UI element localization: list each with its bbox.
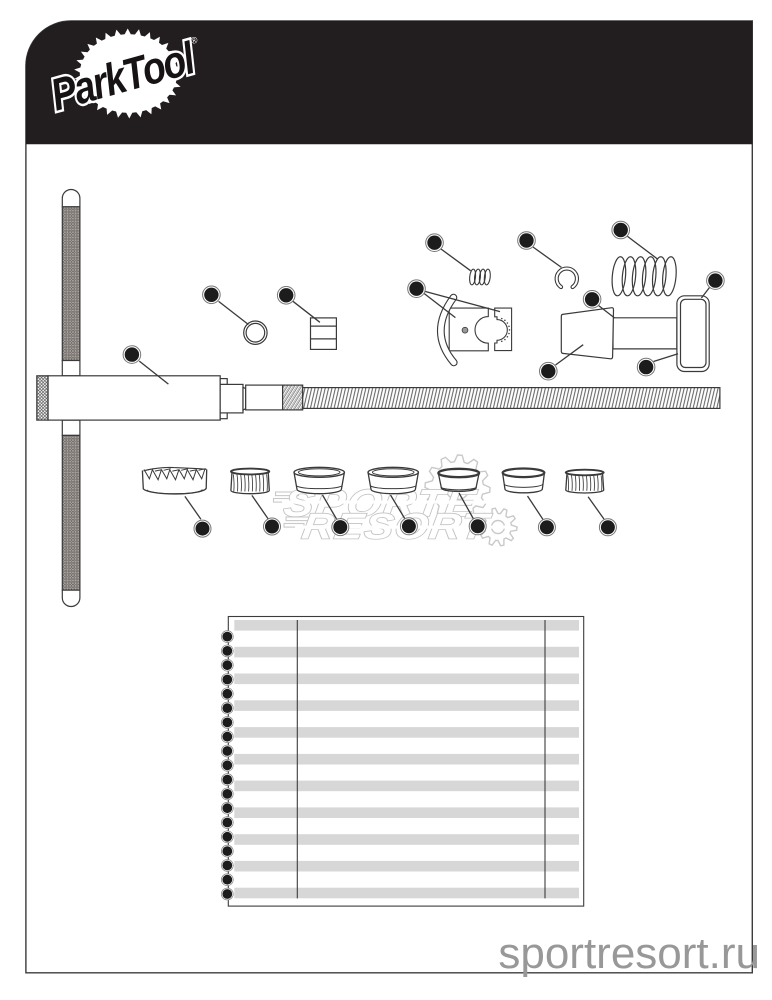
svg-text:sportresort.ru: sportresort.ru [498,929,760,978]
svg-text:®: ® [190,35,199,47]
